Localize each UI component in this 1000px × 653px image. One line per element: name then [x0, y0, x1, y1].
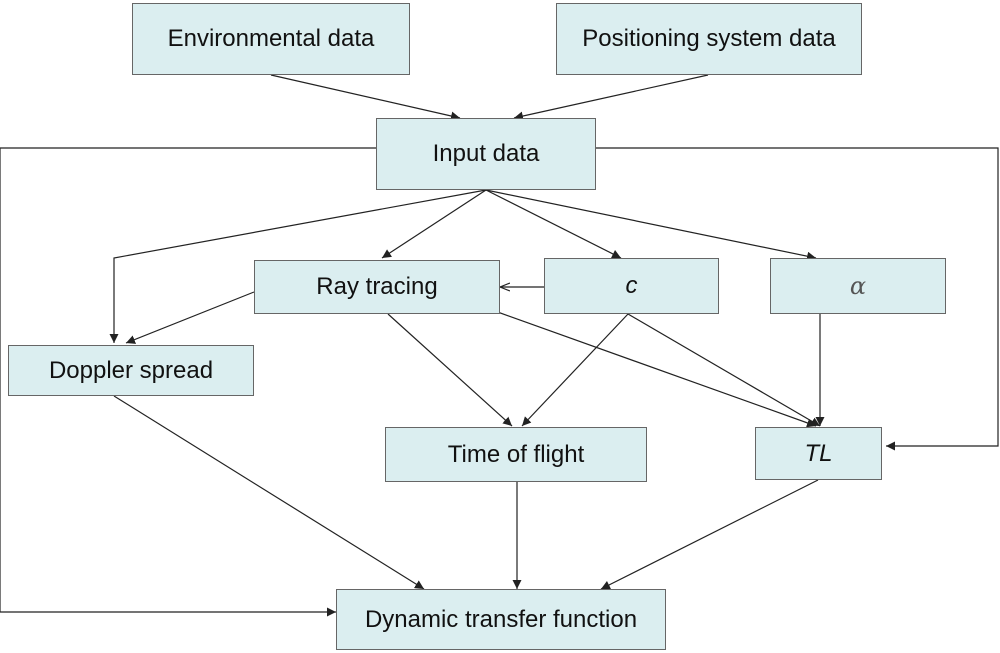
edge-input-to-c [485, 189, 622, 259]
edge-c-to-tl [627, 313, 821, 427]
tl-label: TL [804, 439, 833, 467]
edge-ray-tracing-to-doppler [125, 291, 255, 344]
positioning-system-data-box: Positioning system data [556, 3, 862, 75]
edge-doppler-to-dtf [113, 395, 425, 590]
positioning-system-data-label: Positioning system data [582, 25, 836, 52]
ray-tracing-box: Ray tracing [254, 260, 500, 314]
time-of-flight-label: Time of flight [447, 440, 585, 468]
environmental-data-label: Environmental data [167, 25, 375, 52]
doppler-spread-label: Doppler spread [48, 356, 214, 384]
ray-tracing-label: Ray tracing [316, 273, 438, 300]
environmental-data-box: Environmental data [132, 3, 410, 75]
edge-positioning-to-input [513, 74, 709, 121]
edge-input-to-dtf-feedback [0, 147, 376, 617]
edge-ray-tracing-to-time-of-flight [387, 313, 513, 427]
tl-box: TL [755, 427, 882, 480]
c-label: c [625, 272, 638, 299]
input-data-label: Input data [432, 140, 540, 167]
alpha-box: α [770, 258, 946, 314]
time-of-flight-box: Time of flight [385, 427, 647, 482]
doppler-spread-box: Doppler spread [8, 345, 254, 396]
edge-input-to-ray-tracing [381, 189, 487, 259]
input-data-box: Input data [376, 118, 596, 190]
alpha-label: α [849, 272, 867, 300]
edge-ray-tracing-to-tl [491, 309, 817, 428]
dynamic-transfer-function-box: Dynamic transfer function [336, 589, 666, 650]
c-box: c [544, 258, 719, 314]
edge-environmental-to-input [270, 74, 461, 121]
edge-input-to-tl-feedback [596, 147, 999, 451]
dynamic-transfer-function-label: Dynamic transfer function [364, 605, 638, 633]
edge-c-to-time-of-flight [521, 313, 629, 427]
edge-input-to-doppler [109, 189, 487, 343]
edge-tl-to-dtf [600, 479, 819, 590]
edge-input-to-alpha [485, 189, 817, 261]
